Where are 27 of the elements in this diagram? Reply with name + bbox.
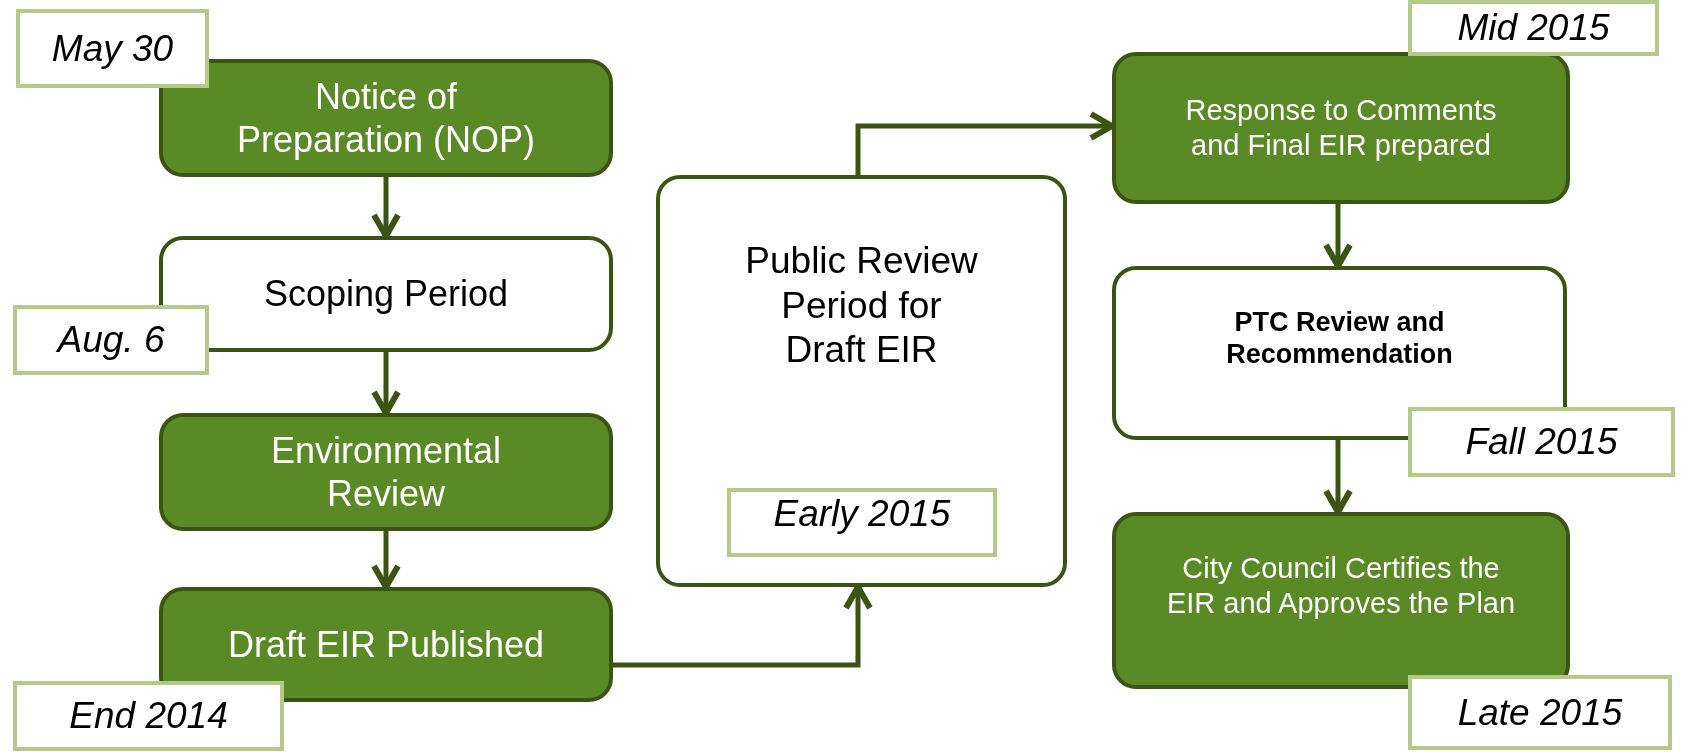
process-box [159, 59, 613, 177]
date-tag: Fall 2015 [1408, 407, 1675, 477]
process-box [1112, 52, 1570, 204]
arrow [1323, 204, 1353, 269]
step-label: Response to Comments and Final EIR prepared [1184, 93, 1498, 163]
date-tag: Aug. 6 [13, 305, 209, 375]
process-box [159, 587, 613, 702]
date-tag: End 2014 [13, 681, 284, 751]
arrow [371, 177, 401, 239]
date-tag: Mid 2015 [1408, 0, 1659, 56]
process-box [656, 175, 1067, 587]
step-label: PTC Review and Recommendation [1225, 305, 1454, 371]
step-label: Scoping Period [263, 272, 509, 316]
step-label: Draft EIR Published [227, 622, 545, 667]
date-tag: Late 2015 [1408, 675, 1672, 750]
step-label: Public Review Period for Draft EIR [744, 239, 979, 373]
process-box [1112, 512, 1570, 689]
arrow [371, 352, 401, 416]
step-label: City Council Certifies the EIR and Approves the Plan [1165, 550, 1517, 621]
arrow [371, 531, 401, 590]
date-tag: Early 2015 [727, 488, 997, 557]
step-label: Notice of Preparation (NOP) [235, 74, 537, 162]
arrow [1323, 440, 1353, 515]
step-label: Environmental Review [269, 428, 503, 516]
process-box [159, 413, 613, 531]
arrow [613, 584, 873, 668]
date-tag: May 30 [16, 9, 209, 88]
